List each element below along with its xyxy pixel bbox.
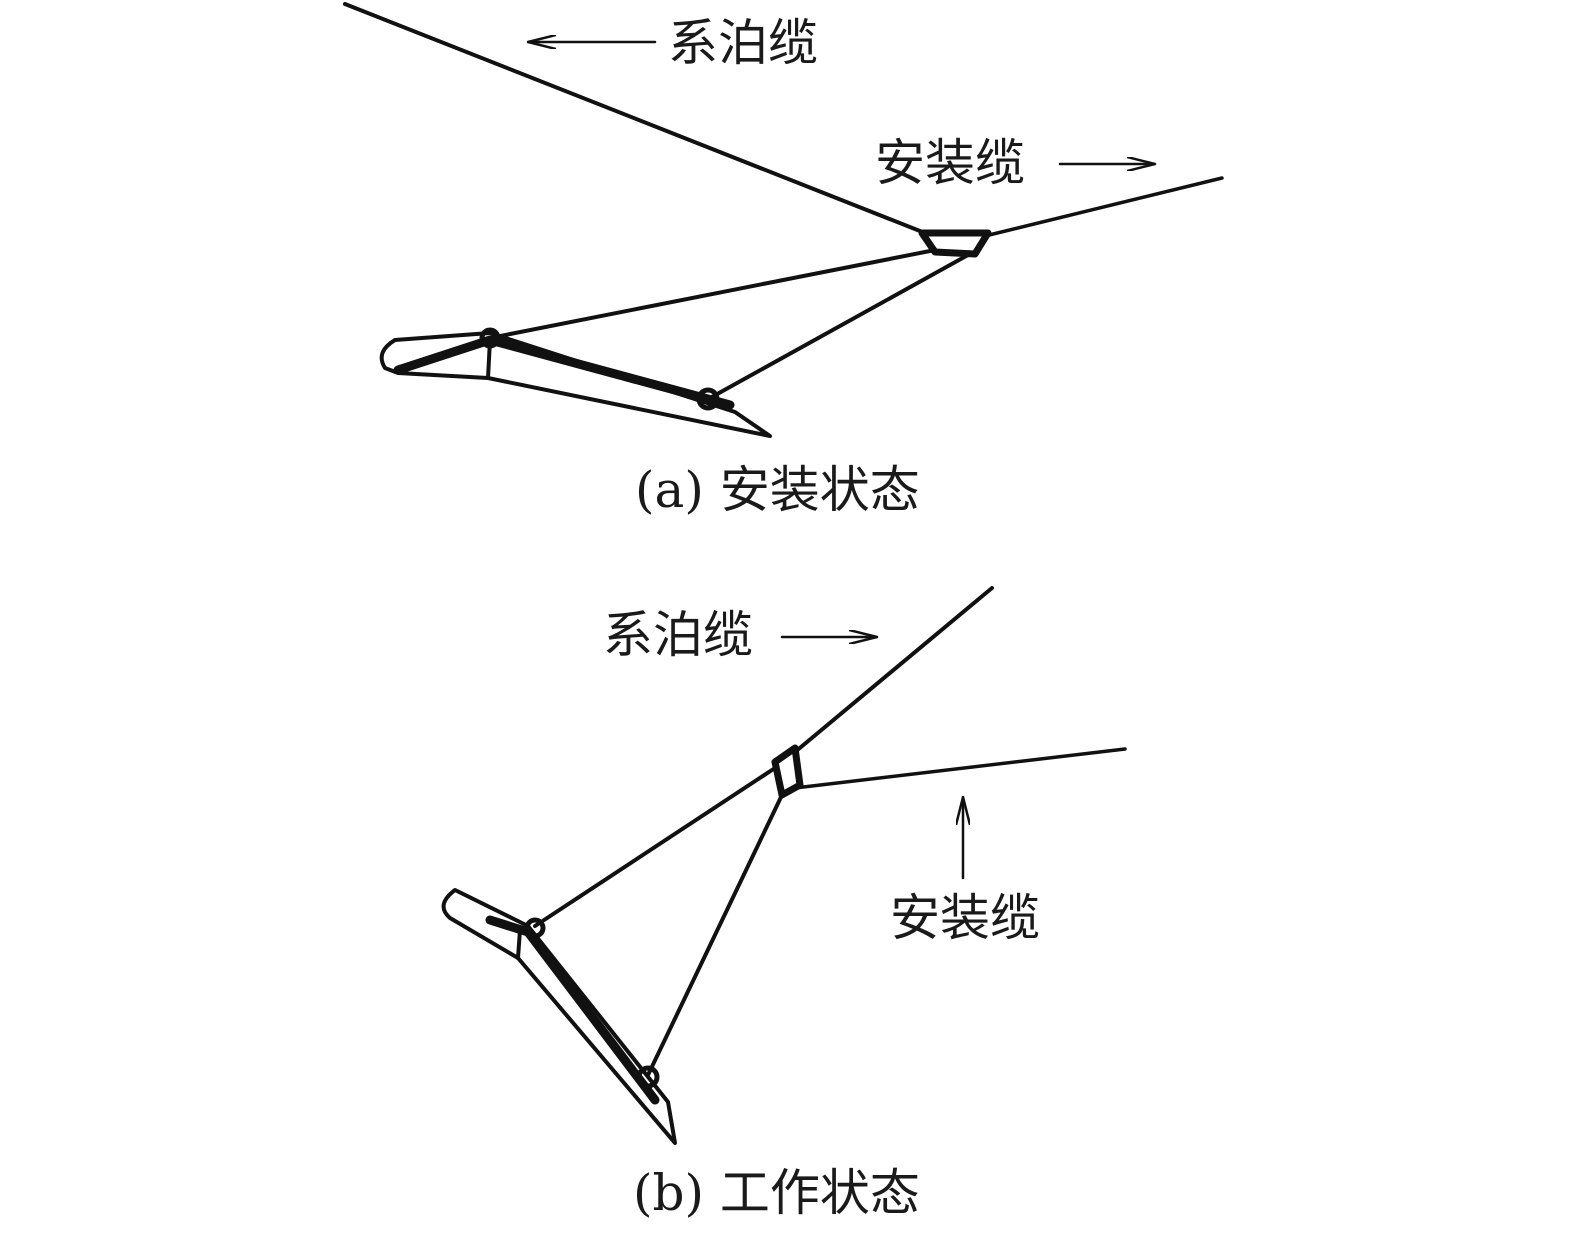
label-mooring-a: 系泊缆 (668, 14, 818, 72)
label-install-b: 安装缆 (890, 889, 1040, 947)
panel-a-drawing (343, 2, 1224, 438)
anchor-strut-b (516, 928, 522, 960)
bridle-pad-b (636, 1065, 660, 1089)
bridle-front-a (488, 248, 937, 340)
anchor-fluke-b (485, 915, 660, 1105)
bridle-pad2-b (524, 917, 546, 939)
label-mooring-b: 系泊缆 (603, 606, 753, 664)
bridle-rear-a (708, 253, 970, 400)
bridle-front-b (533, 766, 777, 928)
connector-b (771, 744, 804, 799)
bridle-pad2-a (479, 327, 501, 349)
panel-b-drawing (441, 586, 1127, 1145)
caption-a: (a) 安装状态 (635, 461, 920, 519)
anchor-shank-b (441, 888, 677, 1145)
caption-b: (b) 工作状态 (633, 1164, 920, 1222)
anchor-shank-a (379, 331, 772, 438)
bridle-pad-a (696, 387, 720, 411)
install-line-a (983, 176, 1224, 238)
label-install-a: 安装缆 (875, 134, 1025, 192)
bridle-rear-b (646, 793, 784, 1077)
install-line-b (793, 747, 1127, 790)
mooring-line-a (343, 2, 927, 235)
connector-a (918, 229, 992, 258)
mooring-line-b (793, 586, 994, 754)
